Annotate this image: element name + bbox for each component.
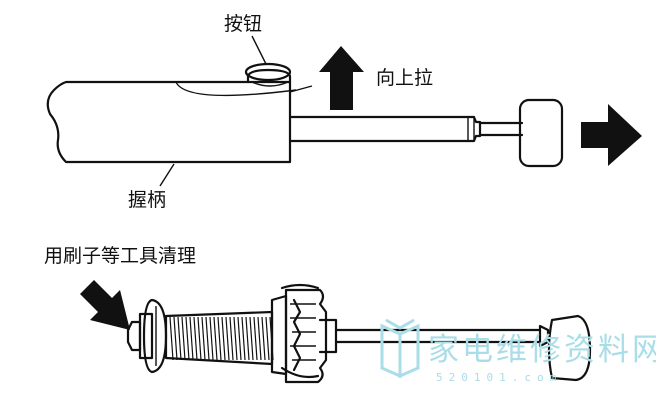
watermark-en: 520101.com: [436, 371, 562, 384]
handle-leader-line: [159, 163, 175, 187]
lower-end-cap: [547, 314, 592, 382]
button-leader-line: [251, 35, 267, 65]
thread-line: [265, 316, 270, 361]
thread-line: [185, 316, 190, 361]
thread-line: [245, 316, 250, 361]
thread-line: [253, 316, 258, 361]
thread-line: [249, 316, 254, 361]
thread-line: [193, 316, 198, 361]
gear-block: [270, 283, 338, 384]
thread-line: [181, 316, 186, 361]
lower-shaft: [334, 324, 550, 348]
thread-line: [221, 316, 226, 361]
right-arrow-icon: [581, 104, 642, 166]
thread-line: [209, 316, 214, 361]
thread-line: [229, 316, 234, 361]
thread-line: [217, 316, 222, 361]
shaft: [288, 115, 524, 143]
watermark: 家电维修资料网 520101.com: [380, 318, 656, 384]
end-cap: [518, 98, 564, 168]
thread-line: [233, 316, 238, 361]
thread-line: [177, 316, 182, 361]
handle-contour: [175, 81, 297, 97]
pull-up-label: 向上拉: [376, 67, 433, 89]
up-arrow-icon: [319, 46, 364, 110]
thread-line: [213, 316, 218, 361]
thread-line: [201, 316, 206, 361]
down-right-arrow-icon: [80, 280, 130, 330]
handle-label: 握柄: [128, 189, 166, 211]
top-assembly: 按钮 向上拉 握柄: [46, 13, 642, 211]
thread-line: [205, 316, 210, 361]
thread-line: [169, 316, 174, 361]
button-label: 按钮: [224, 13, 262, 35]
thread-line: [241, 316, 246, 361]
thread-line: [197, 316, 202, 361]
book-logo-icon: [380, 318, 420, 379]
thread-line: [173, 316, 178, 361]
handle-body: [46, 80, 292, 164]
button-knob: [244, 62, 292, 87]
thread-line: [257, 316, 262, 361]
watermark-cn: 家电维修资料网: [428, 332, 656, 368]
thread-line: [261, 316, 266, 361]
handle-contour-end: [289, 85, 313, 93]
threaded-body: [164, 310, 274, 366]
thread-line: [189, 316, 194, 361]
bottom-assembly: 用刷子等工具清理: [44, 245, 592, 384]
thread-line: [225, 316, 230, 361]
thread-line: [237, 316, 242, 361]
nozzle-tip: [126, 298, 168, 374]
brush-clean-label: 用刷子等工具清理: [44, 245, 196, 267]
